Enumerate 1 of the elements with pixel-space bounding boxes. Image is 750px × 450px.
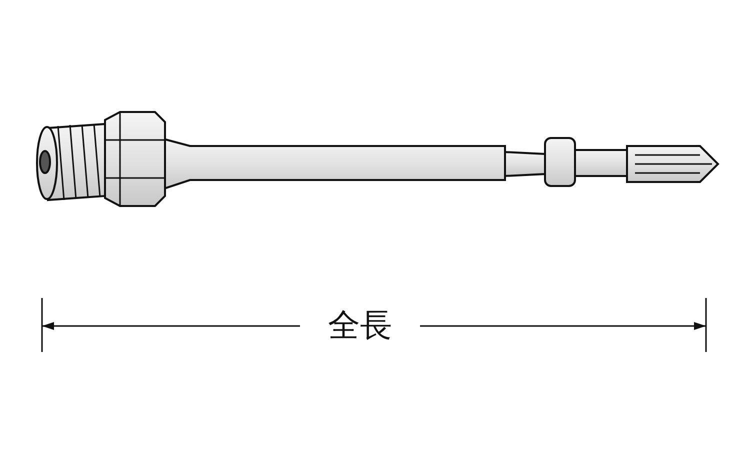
overall-length-label: 全長 [327, 305, 393, 345]
